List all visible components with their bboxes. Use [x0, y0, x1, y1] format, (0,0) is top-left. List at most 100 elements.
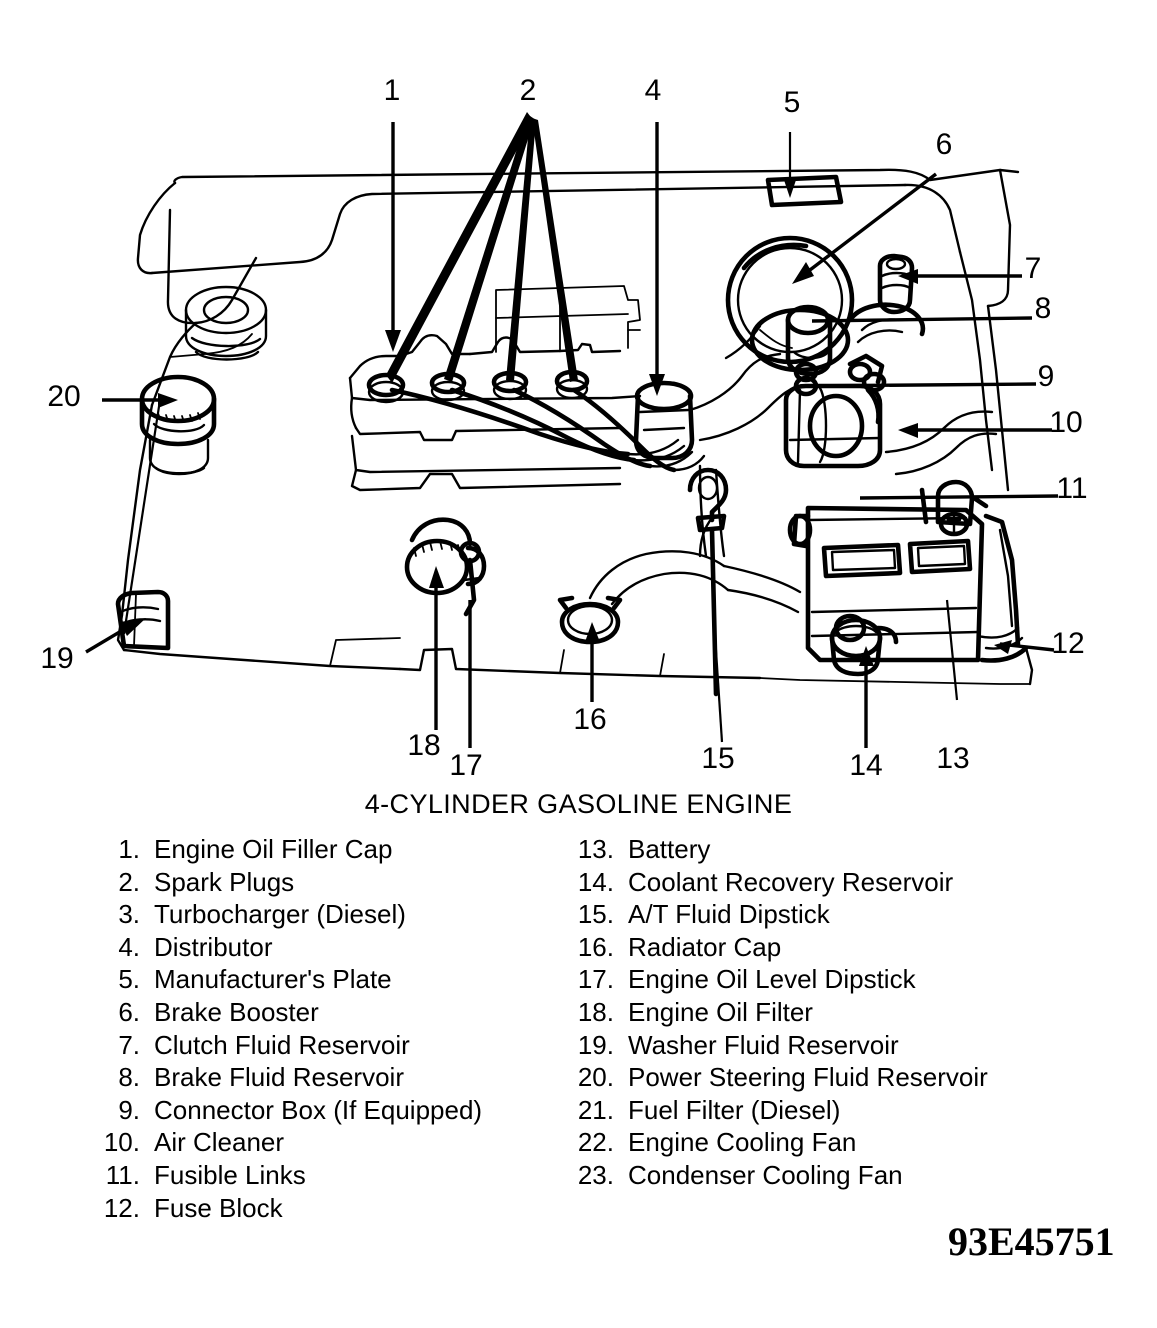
callout-number-8: 8 [1035, 292, 1052, 325]
right-inner-fender [759, 250, 1034, 686]
leader-18 [429, 566, 444, 730]
radiator-cap [557, 595, 623, 645]
legend-item-number: 12. [103, 1192, 140, 1223]
callout-number-14: 14 [849, 749, 882, 782]
legend-row: 13. Battery [562, 833, 1102, 866]
legend-item-number: 16. [577, 931, 614, 962]
legend-item-label: Condenser Cooling Fan [628, 1159, 903, 1190]
intake-duct [688, 324, 802, 558]
legend-item-label: Fusible Links [154, 1159, 306, 1190]
legend-row: 9.Connector Box (If Equipped) [88, 1094, 558, 1127]
callout-number-2: 2 [520, 74, 537, 107]
legend-row: 19.Washer Fluid Reservoir [562, 1029, 1102, 1062]
legend-item-number: 13. [577, 834, 614, 864]
legend-item-number: 1. [118, 834, 140, 864]
legend-item-label: A/T Fluid Dipstick [628, 899, 830, 930]
legend-row: 12.Fuse Block [88, 1192, 558, 1225]
legend-item-number: 19. [577, 1029, 614, 1060]
legend-row: 14. Coolant Recovery Reservoir [562, 866, 1102, 899]
leader-14 [859, 646, 874, 748]
callout-number-6: 6 [936, 128, 953, 161]
legend-row: 6. Brake Booster [88, 996, 558, 1029]
callout-number-18: 18 [407, 729, 440, 762]
legend-item-number: 22. [577, 1127, 614, 1158]
legend-item-number: 5. [118, 964, 140, 995]
leader-16 [585, 622, 600, 702]
legend-row: 11. Fusible Links [88, 1159, 558, 1192]
spark-plug-wires [389, 387, 706, 473]
legend-row: 16. Radiator Cap [562, 931, 1102, 964]
legend-item-label: Engine Oil Filler Cap [154, 834, 393, 864]
legend-item-label: Radiator Cap [628, 931, 782, 962]
leader-15 [712, 619, 724, 743]
callout-number-1: 1 [384, 74, 401, 107]
leader-12 [994, 640, 1055, 654]
legend-item-label: Coolant Recovery Reservoir [628, 866, 954, 897]
legend-item-label: Power Steering Fluid Reservoir [628, 1062, 988, 1093]
legend-item-number: 15. [577, 899, 614, 930]
legend-item-label: Brake Fluid Reservoir [154, 1062, 404, 1093]
legend-item-label: Engine Oil Filter [628, 996, 813, 1027]
legend-row: 3.Turbocharger (Diesel) [88, 898, 558, 931]
leader-9 [799, 382, 1037, 388]
legend-item-label: Brake Booster [154, 996, 319, 1027]
cowl-firewall-outline [136, 168, 1020, 325]
legend-item-number: 10. [103, 1127, 140, 1158]
legend-row: 17. Engine Oil Level Dipstick [562, 963, 1102, 996]
legend-item-number: 20. [577, 1062, 614, 1093]
legend-row: 18. Engine Oil Filter [562, 996, 1102, 1029]
legend-row: 10. Air Cleaner [88, 1126, 558, 1159]
leader-4 [649, 122, 665, 396]
legend-row: 20. Power Steering Fluid Reservoir [562, 1061, 1102, 1094]
leader-20 [102, 393, 178, 635]
legend-item-label: Engine Oil Level Dipstick [628, 964, 916, 995]
legend-item-number: 11. [105, 1159, 140, 1190]
leader-5 [784, 132, 796, 198]
legend-item-number: 2. [118, 866, 140, 897]
callout-number-10: 10 [1049, 406, 1082, 439]
legend-row: 2. Spark Plugs [88, 866, 558, 899]
legend-row: 4.Distributor [88, 931, 558, 964]
legend-item-number: 6. [118, 996, 140, 1027]
legend-item-label: Engine Cooling Fan [628, 1127, 857, 1158]
legend-item-label: Air Cleaner [154, 1127, 285, 1158]
legend-item-number: 17. [577, 964, 614, 995]
legend-row: 22. Engine Cooling Fan [562, 1126, 1102, 1159]
legend-item-label: Spark Plugs [154, 866, 295, 897]
callout-number-9: 9 [1038, 360, 1055, 393]
distributor [633, 380, 695, 461]
legend-row: 23. Condenser Cooling Fan [562, 1159, 1102, 1192]
legend-row: 7.Clutch Fluid Reservoir [88, 1029, 558, 1062]
diagram-caption-title: 4-CYLINDER GASOLINE ENGINE [364, 789, 793, 819]
legend-item-number: 23. [577, 1159, 614, 1190]
callout-number-5: 5 [784, 86, 801, 119]
legend-row: 15. A/T Fluid Dipstick [562, 898, 1102, 931]
legend-row: 1. Engine Oil Filler Cap [88, 833, 558, 866]
manufacturer-plate [765, 174, 844, 208]
reference-code: 93E45751 [948, 1219, 1115, 1264]
legend-row: 8.Brake Fluid Reservoir [88, 1061, 558, 1094]
legend-item-number: 18. [577, 996, 614, 1027]
engine-oil-filter-and-dipstick [404, 517, 487, 617]
legend-item-number: 7. [118, 1029, 140, 1060]
callout-number-7: 7 [1025, 252, 1042, 285]
leader-8 [811, 316, 1033, 323]
leader-2 [386, 112, 578, 383]
legend-item-label: Battery [628, 834, 711, 864]
battery [787, 505, 985, 663]
callout-number-19: 19 [40, 642, 73, 675]
legend-item-label: Manufacturer's Plate [154, 964, 392, 995]
legend-item-number: 3. [118, 899, 140, 930]
callout-number-15: 15 [701, 742, 734, 775]
legend-item-number: 21. [577, 1094, 614, 1125]
power-steering-reservoir [139, 374, 217, 476]
leader-1 [385, 122, 401, 352]
lower-cross-bracing [329, 637, 665, 677]
legend-item-number: 14. [577, 866, 614, 897]
legend-row: 21.Fuel Filter (Diesel) [562, 1094, 1102, 1127]
